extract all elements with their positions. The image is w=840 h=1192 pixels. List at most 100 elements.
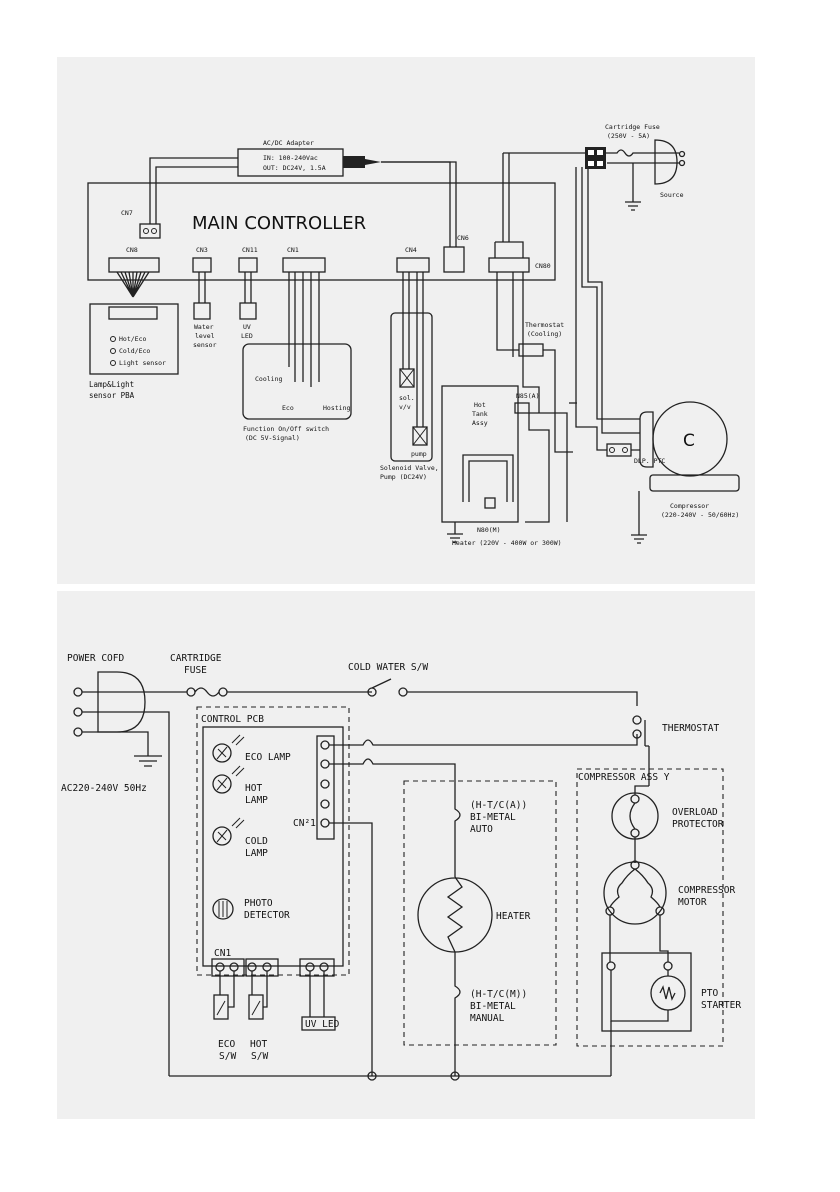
heater-label: HEATER bbox=[496, 911, 531, 922]
source-label: Source bbox=[660, 191, 684, 199]
power-source: Source bbox=[607, 139, 686, 211]
function-switch: Cooling Eco Hosting Function On/Off swit… bbox=[242, 343, 352, 442]
pump-label: pump bbox=[411, 450, 427, 458]
cn80-label: CN80 bbox=[535, 262, 551, 270]
lamp-light-sensor-pba: Hot/Eco Cold/Eco Light sensor Lamp&Light… bbox=[89, 303, 179, 400]
n85a-label: N85(A) bbox=[516, 392, 539, 400]
vv-label: v/v bbox=[399, 403, 411, 411]
uv-led-2: LED bbox=[241, 332, 253, 340]
hot-tank-3: Assy bbox=[472, 419, 488, 427]
bimetal-auto-label-2: BI-METAL bbox=[470, 812, 516, 823]
fuse-label: FUSE bbox=[184, 665, 207, 676]
compressor-label-2: (220-240V - 50/60Hz) bbox=[661, 511, 739, 519]
pba-item-light-sensor: Light sensor bbox=[119, 359, 166, 367]
water-level-2: level bbox=[195, 332, 215, 340]
function-switch-label-2: (DC 5V-Signal) bbox=[245, 434, 300, 442]
cold-lamp-label-1: COLD bbox=[245, 836, 268, 847]
schematic-panel: POWER COFD AC220-240V 50Hz CARTRIDGE FUS… bbox=[57, 591, 755, 1119]
pto-starter-label-1: PTO bbox=[701, 988, 718, 999]
bimetal-auto-label-3: AUTO bbox=[470, 824, 493, 835]
pto-starter-label-2: STARTER bbox=[701, 1000, 741, 1011]
hot-lamp-label-1: HOT bbox=[245, 783, 262, 794]
hot-lamp: HOT LAMP bbox=[212, 765, 268, 806]
eco-lamp-label: ECO LAMP bbox=[245, 752, 291, 763]
bimetal-manual-label-2: BI-METAL bbox=[470, 1001, 516, 1012]
eco-sw-label-1: ECO bbox=[218, 1039, 235, 1050]
ac-source-label: AC220-240V 50Hz bbox=[61, 783, 147, 794]
fuse-title: Cartridge Fuse bbox=[605, 123, 660, 131]
solenoid-pump: sol. v/v pump Solenoid Valve, Pump (DC24… bbox=[380, 312, 439, 481]
compressor: DLP. PTC C Compressor (220-240V - 50/60H… bbox=[606, 401, 740, 544]
photo-detector: PHOTO DETECTOR bbox=[212, 898, 290, 921]
main-controller-title: MAIN CONTROLLER bbox=[192, 213, 366, 234]
power-cord: POWER COFD AC220-240V 50Hz bbox=[61, 653, 187, 1076]
hot-lamp-label-2: LAMP bbox=[245, 795, 268, 806]
thermostat-label-2: (Cooling) bbox=[527, 330, 562, 338]
uv-led-1: UV bbox=[243, 323, 251, 331]
sol-label: sol. bbox=[399, 394, 415, 402]
eco-lamp: ECO LAMP bbox=[212, 734, 291, 763]
hot-tank-2: Tank bbox=[472, 410, 488, 418]
pba-label-1: Lamp&Light bbox=[89, 380, 134, 389]
main-controller-box bbox=[87, 182, 556, 281]
overload-label-2: PROTECTOR bbox=[672, 819, 724, 830]
switch-eco: Eco bbox=[282, 404, 294, 412]
wiring-diagram: AC/DC Adapter IN: 100-240Vac OUT: DC24V,… bbox=[87, 123, 740, 547]
photo-detector-label-1: PHOTO bbox=[244, 898, 273, 909]
ac-dc-adapter: AC/DC Adapter IN: 100-240Vac OUT: DC24V,… bbox=[237, 139, 381, 177]
cn6-label: CN6 bbox=[457, 234, 469, 242]
heater-label: Heater (220V - 400W or 300W) bbox=[452, 539, 562, 547]
hot-tank-assy: Hot Tank Assy N85(A) N80(M) Heater (220V… bbox=[441, 385, 562, 547]
cn1-bottom-label: CN1 bbox=[214, 948, 231, 959]
compressor-assy-box bbox=[576, 768, 724, 1047]
cn3-label: CN3 bbox=[196, 246, 208, 254]
cn1-label: CN1 bbox=[287, 246, 299, 254]
fuse-rating: (250V - 5A) bbox=[607, 132, 650, 140]
cartridge-label: CARTRIDGE bbox=[170, 653, 222, 664]
cold-lamp: COLD LAMP bbox=[212, 817, 268, 859]
overload-label-1: OVERLOAD bbox=[672, 807, 718, 818]
power-cord-label: POWER COFD bbox=[67, 653, 124, 664]
function-switch-label-1: Function On/Off switch bbox=[243, 425, 329, 433]
hot-sw-label-2: S/W bbox=[251, 1051, 268, 1062]
adapter-title: AC/DC Adapter bbox=[263, 139, 314, 147]
uv-led-box bbox=[301, 1016, 336, 1031]
dlp-ptc-label: DLP. PTC bbox=[634, 457, 665, 465]
switch-hosting: Hosting bbox=[323, 404, 350, 412]
cn4-label: CN4 bbox=[405, 246, 417, 254]
thermostat-label-1: Thermostat bbox=[525, 321, 564, 329]
eco-sw-label-2: S/W bbox=[219, 1051, 236, 1062]
water-level-1: Water bbox=[194, 323, 214, 331]
uv-led-label: UV LED bbox=[305, 1019, 340, 1030]
compressor-assy-label: COMPRESSOR ASS Y bbox=[578, 772, 670, 783]
control-pcb-box bbox=[196, 706, 350, 976]
bimetal-manual-label-1: (H-T/C(M)) bbox=[470, 989, 527, 1000]
adapter-output: OUT: DC24V, 1.5A bbox=[263, 164, 326, 172]
heater-box bbox=[403, 780, 557, 1046]
pba-label-2: sensor PBA bbox=[89, 391, 135, 400]
n80m-label: N80(M) bbox=[477, 526, 500, 534]
compressor-motor-label-1: COMPRESSOR bbox=[678, 885, 735, 896]
cold-lamp-label-2: LAMP bbox=[245, 848, 268, 859]
thermostat-label: THERMOSTAT bbox=[662, 723, 719, 734]
solenoid-label-2: Pump (DC24V) bbox=[380, 473, 427, 481]
cartridge-fuse: Cartridge Fuse (250V - 5A) bbox=[585, 123, 660, 169]
bimetal-auto-label-1: (H-T/C(A)) bbox=[470, 800, 527, 811]
pba-item-cold-eco: Cold/Eco bbox=[119, 347, 150, 355]
pba-item-hot-eco: Hot/Eco bbox=[119, 335, 146, 343]
cn11-label: CN11 bbox=[242, 246, 258, 254]
cn1-right-label: CN²1 bbox=[293, 818, 316, 829]
solenoid-label-1: Solenoid Valve, bbox=[380, 464, 439, 472]
switch-cooling: Cooling bbox=[255, 375, 282, 383]
bimetal-manual-label-3: MANUAL bbox=[470, 1013, 505, 1024]
cn1-right-connector bbox=[316, 735, 335, 840]
compressor-c-label: C bbox=[683, 431, 695, 451]
photo-detector-label-2: DETECTOR bbox=[244, 910, 290, 921]
hot-tank-1: Hot bbox=[474, 401, 486, 409]
cold-water-sw-label: COLD WATER S/W bbox=[348, 662, 428, 673]
compressor-motor-label-2: MOTOR bbox=[678, 897, 707, 908]
hot-sw-label-1: HOT bbox=[250, 1039, 267, 1050]
cn8-label: CN8 bbox=[126, 246, 138, 254]
water-level-3: sensor bbox=[193, 341, 217, 349]
wiring-diagram-panel: AC/DC Adapter IN: 100-240Vac OUT: DC24V,… bbox=[57, 57, 755, 584]
